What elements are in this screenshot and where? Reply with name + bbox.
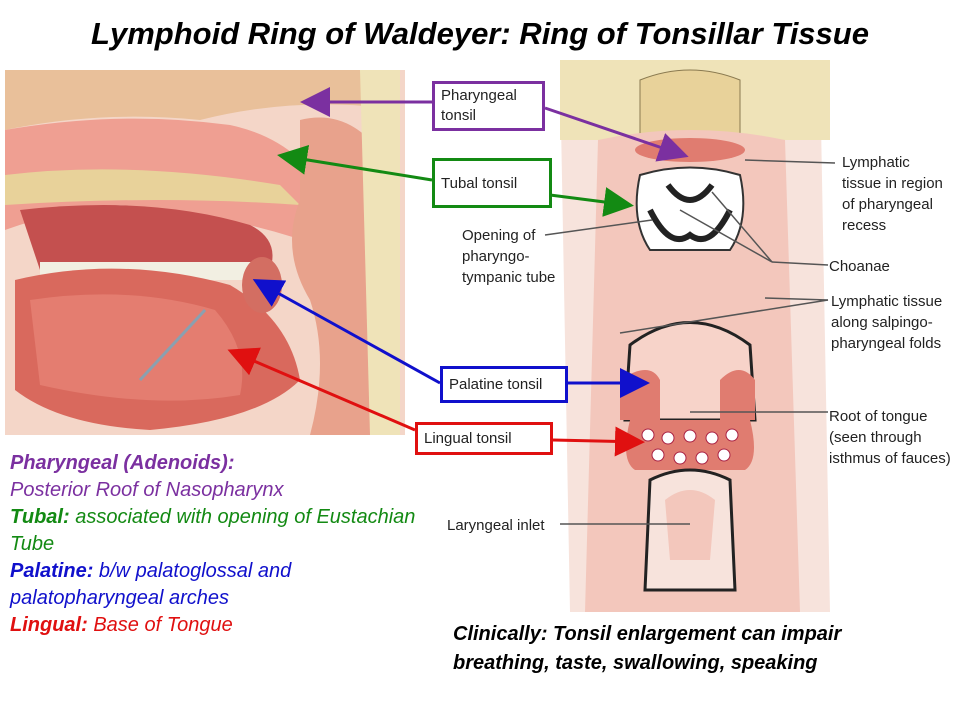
legend-tubal: Tubal: associated with opening of Eustac… [10, 504, 430, 558]
tubal-tonsil-box: Tubal tonsil [432, 158, 552, 208]
choanae-label: Choanae [829, 258, 890, 275]
legend-tubal-text: associated with opening of Eustachian Tu… [10, 506, 416, 555]
lymphatic-folds-label: Lymphatic tissue along salpingo-pharynge… [831, 293, 943, 352]
palatine-tonsil-box: Palatine tonsil [440, 366, 568, 403]
tubal-tonsil-label: Tubal tonsil [441, 175, 518, 192]
legend-lingual-head: Lingual: [10, 614, 88, 636]
legend-tubal-head: Tubal: [10, 506, 70, 528]
legend-lingual: Lingual: Base of Tongue [10, 612, 430, 639]
page-title: Lymphoid Ring of Waldeyer: Ring of Tonsi… [91, 16, 869, 51]
legend-palatine: Palatine: b/w palatoglossal and palatoph… [10, 558, 430, 612]
pharyngeal-tonsil-label: Pharyngeal tonsil [441, 87, 517, 124]
opening-label: Opening of pharyngo-tympanic tube [462, 227, 556, 286]
tonsil-legend: Pharyngeal (Adenoids): Posterior Roof of… [10, 450, 430, 639]
legend-pharyngeal: Pharyngeal (Adenoids): Posterior Roof of… [10, 450, 430, 504]
legend-pharyngeal-text: Posterior Roof of Nasopharynx [10, 479, 284, 501]
root-tongue-label: Root of tongue (seen through isthmus of … [829, 408, 951, 467]
posterior-view-image [560, 60, 830, 612]
legend-palatine-head: Palatine: [10, 560, 94, 582]
laryngeal-inlet-label: Laryngeal inlet [447, 517, 545, 534]
legend-lingual-text: Base of Tongue [87, 614, 233, 636]
clinical-note: Clinically: Tonsil enlargement can impai… [453, 623, 842, 674]
legend-palatine-text: b/w palatoglossal and palatopharyngeal a… [10, 560, 292, 609]
palatine-tonsil-label: Palatine tonsil [449, 376, 543, 393]
lingual-tonsil-box: Lingual tonsil [415, 422, 553, 455]
lingual-tonsil-label: Lingual tonsil [424, 430, 512, 447]
pharyngeal-tonsil-box: Pharyngeal tonsil [432, 81, 545, 131]
legend-pharyngeal-head: Pharyngeal (Adenoids): [10, 452, 235, 474]
lymphatic-recess-label: Lymphatic tissue in region of pharyngeal… [842, 154, 943, 234]
sagittal-section-image [5, 70, 405, 435]
